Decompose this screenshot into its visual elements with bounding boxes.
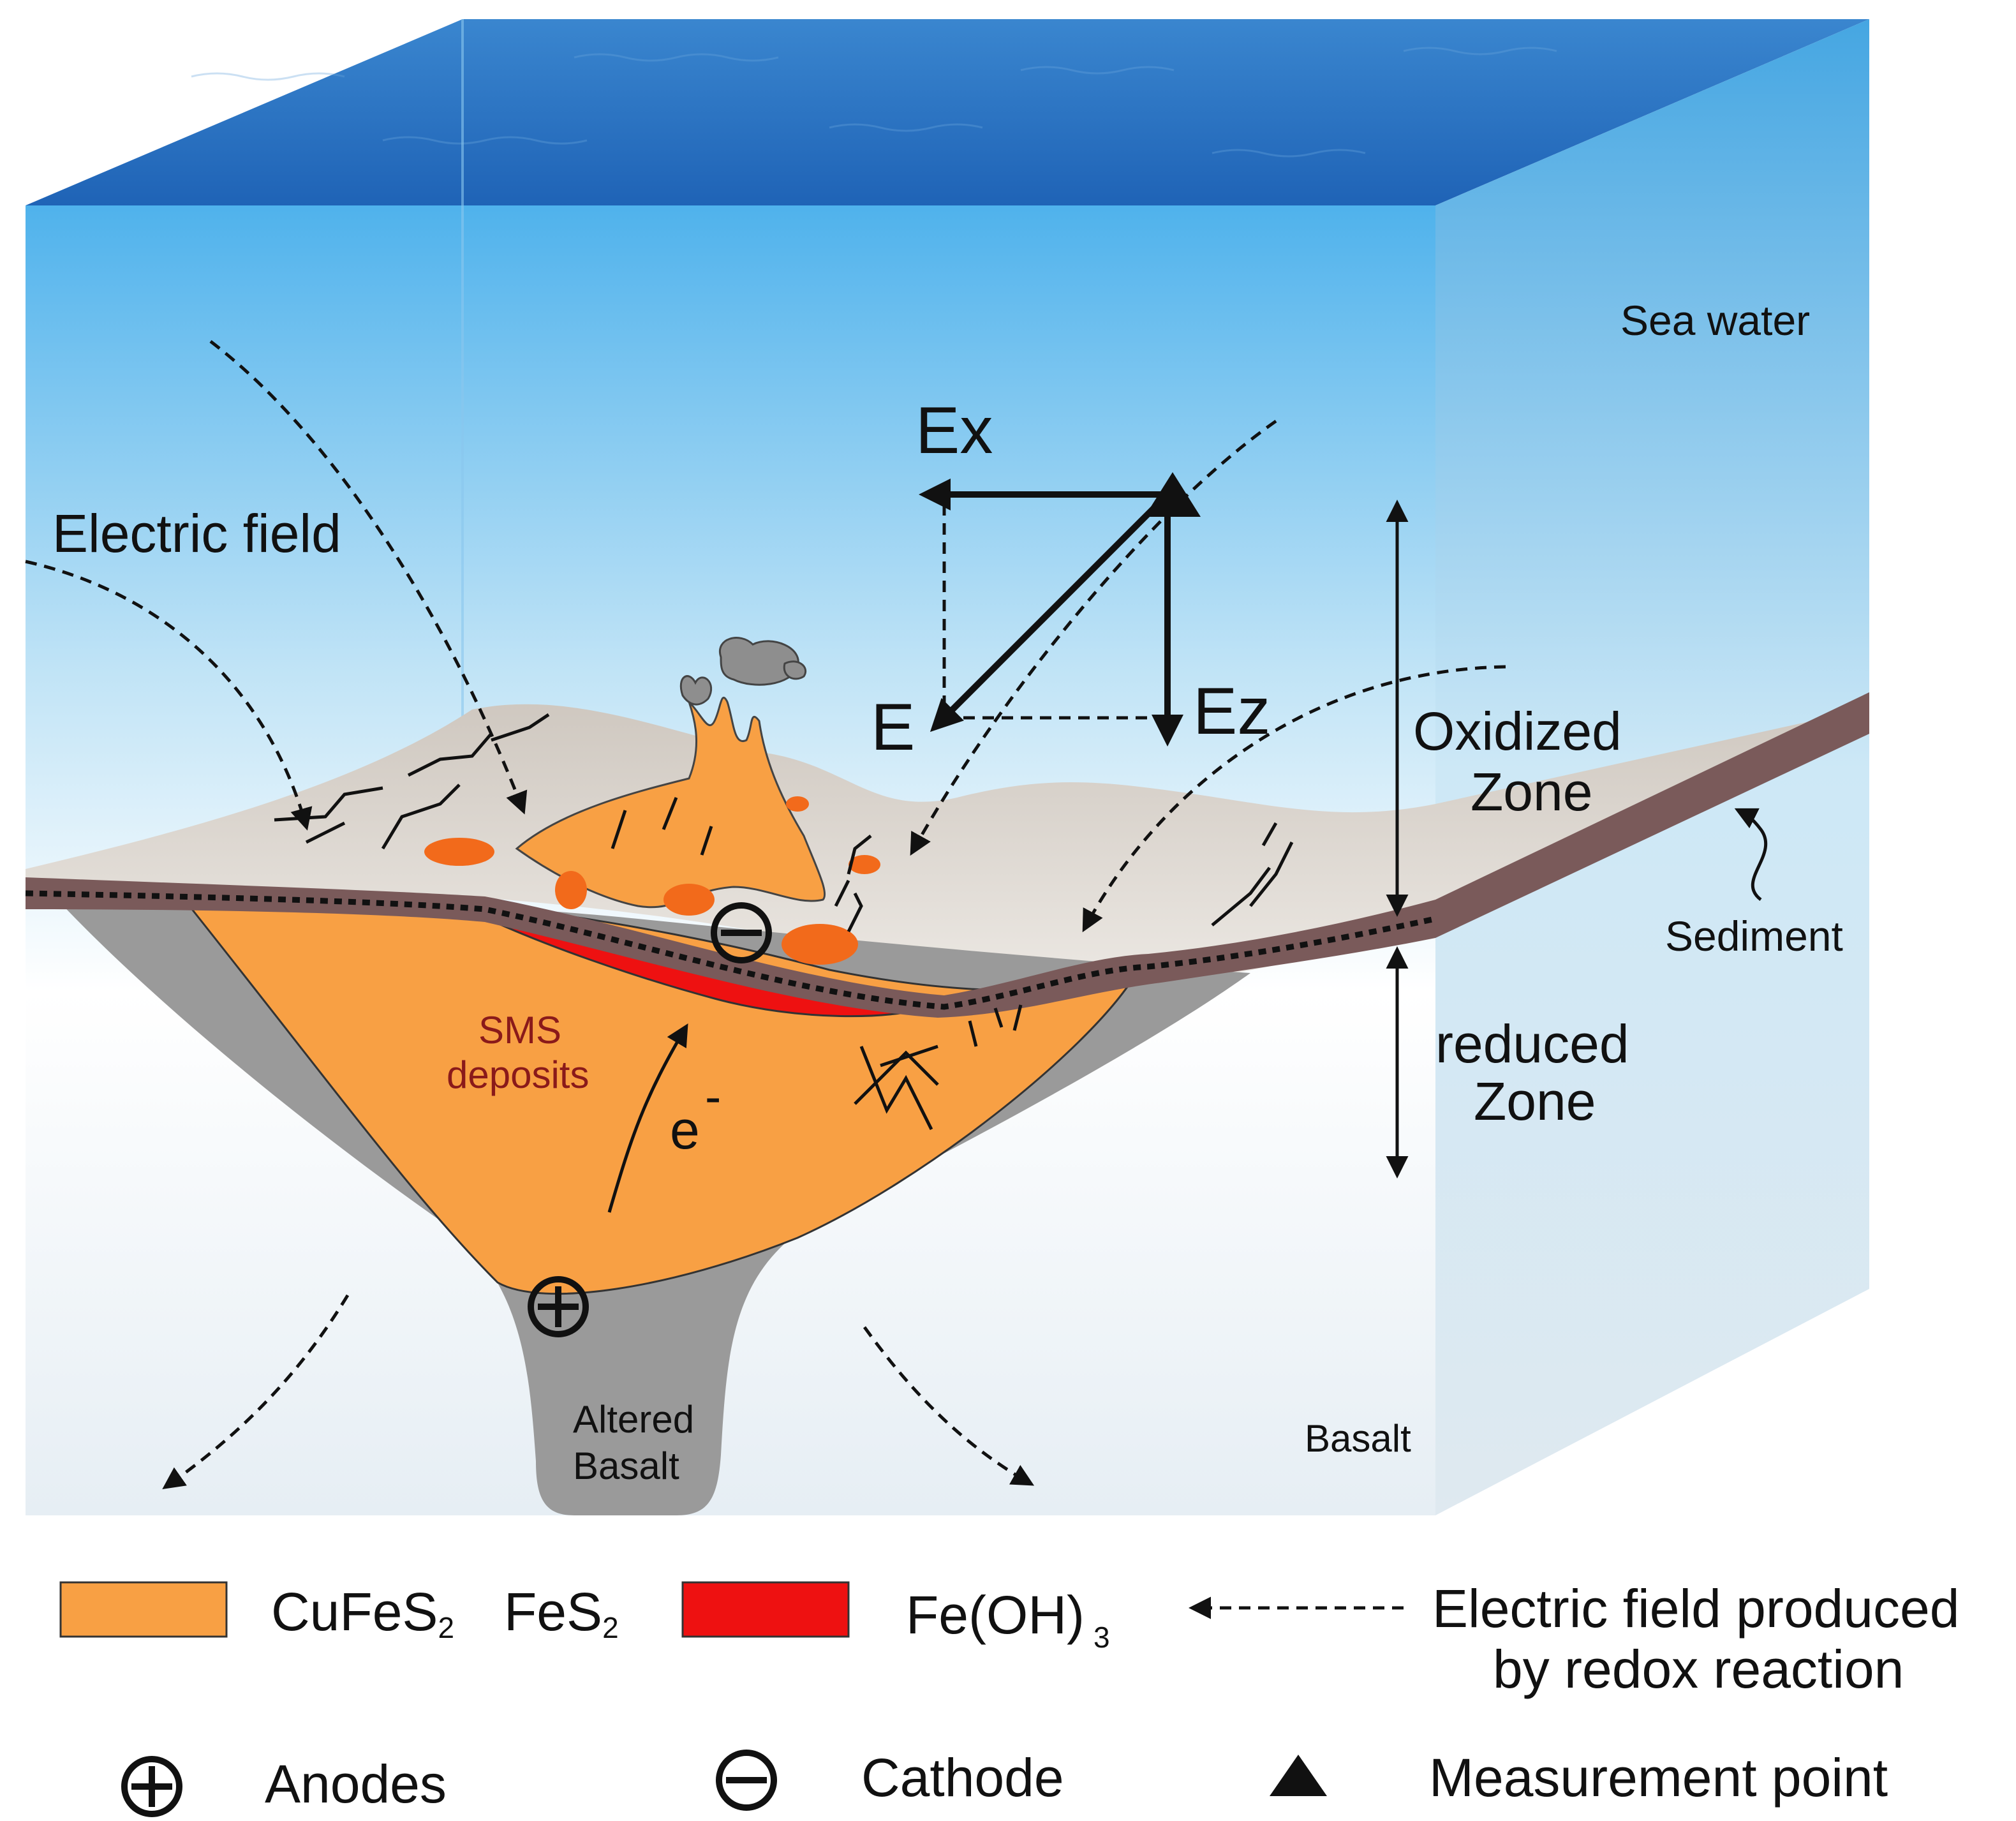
label-sms-1: SMS <box>478 1009 561 1052</box>
label-altered-1: Altered <box>573 1398 694 1441</box>
label-ex: Ex <box>915 394 993 468</box>
legend-field-2: by redox reaction <box>1493 1639 1904 1699</box>
field-line-bottom-right <box>863 1326 1035 1486</box>
label-oxidized-2: Zone <box>1471 762 1592 822</box>
label-electron: e <box>670 1100 700 1160</box>
field-line-left-outer <box>25 560 313 831</box>
sediment-dotted-line <box>25 890 1436 1010</box>
legend-anodes: Anodes <box>265 1754 447 1814</box>
measurement-point-marker <box>1145 472 1201 517</box>
label-altered-2: Basalt <box>573 1445 679 1487</box>
label-reduced-2: Zone <box>1474 1071 1596 1131</box>
legend-field-1: Electric field produced <box>1432 1579 1959 1639</box>
label-sms-2: deposits <box>447 1053 589 1096</box>
label-reduced-1: reduced <box>1435 1014 1629 1074</box>
field-line-bottom-left <box>162 1294 350 1490</box>
sediment-leader <box>1734 808 1768 901</box>
label-e: E <box>871 690 915 764</box>
label-basalt: Basalt <box>1305 1417 1411 1460</box>
legend-cathode-symbol <box>716 1750 777 1811</box>
label-oxidized-1: Oxidized <box>1413 701 1622 761</box>
legend-swatch-feoh3 <box>681 1581 850 1638</box>
water-top-face <box>26 19 1869 205</box>
label-electron-sup: - <box>705 1070 721 1124</box>
legend-fes2: FeS2 <box>504 1582 619 1644</box>
field-line-right <box>1082 665 1506 933</box>
legend-cufes2: CuFeS2 <box>271 1582 454 1644</box>
legend-swatch-sulfide <box>59 1581 228 1638</box>
sulfide-blobs <box>424 796 880 965</box>
field-line-center <box>910 419 1277 856</box>
anode-symbol-diagram <box>528 1276 589 1337</box>
label-ez: Ez <box>1193 674 1270 748</box>
field-lines <box>25 340 1506 1490</box>
field-vector-diagram <box>919 472 1201 747</box>
sediment-layer <box>26 692 1869 1018</box>
label-sediment: Sediment <box>1665 912 1843 960</box>
smoke-plume <box>679 637 807 706</box>
legend-anode-symbol <box>121 1756 182 1817</box>
legend-feoh3: Fe(OH)3 <box>906 1585 1110 1654</box>
legend: CuFeS2 FeS2 Fe(OH)3 Electric field produ… <box>59 1579 1959 1817</box>
label-electric-field: Electric field <box>52 503 341 563</box>
water-wave-texture <box>191 47 1557 158</box>
e-vector <box>930 492 1170 732</box>
electron-flow-arrow <box>607 1023 688 1213</box>
legend-measurement: Measurement point <box>1429 1748 1888 1808</box>
cathode-symbol-diagram <box>711 902 772 963</box>
legend-cathode: Cathode <box>861 1748 1064 1808</box>
label-sea-water: Sea water <box>1620 297 1810 344</box>
legend-measurement-symbol <box>1270 1755 1327 1796</box>
